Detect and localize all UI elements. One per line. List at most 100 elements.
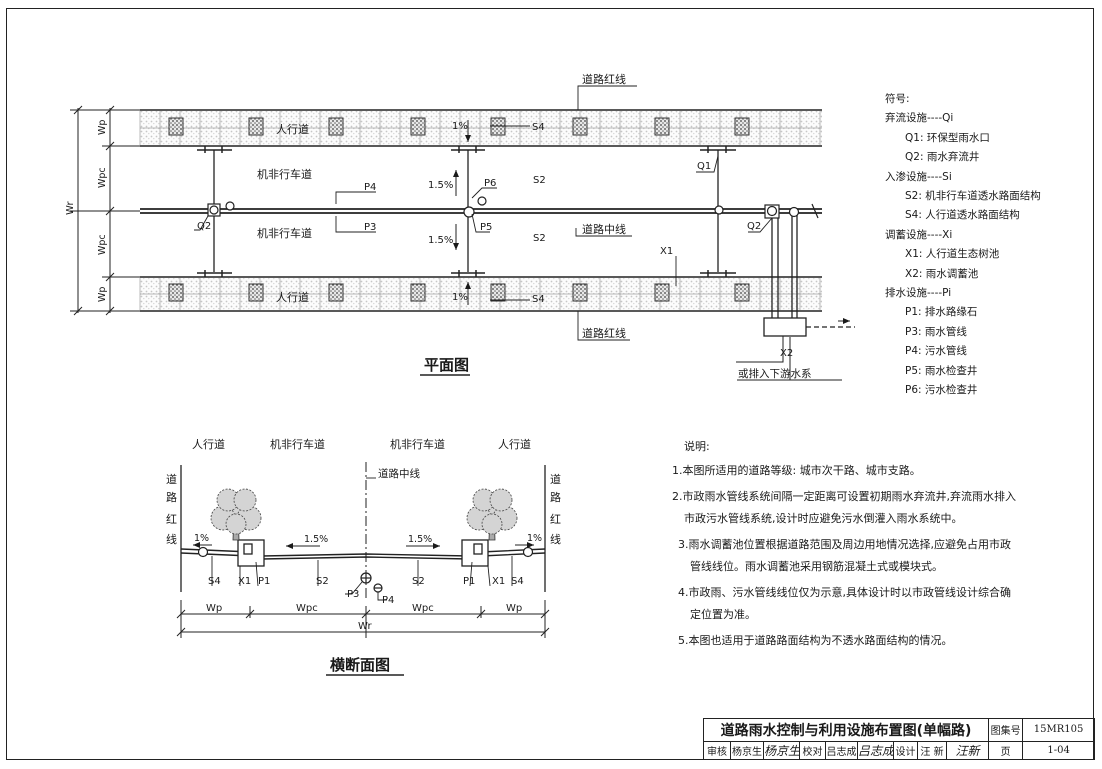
break-mark [811,203,819,219]
legend-item: P5: 雨水检查井 [905,364,978,377]
plan-code-s4-bottom: S4 [532,294,545,305]
plan-centerline-label: 道路中线 [582,222,626,236]
plan-code-q2-left: Q2 [197,221,211,232]
note-line: 市政污水管线系统,设计时应避免污水倒灌入雨水系统中。 [684,512,963,525]
legend-item: Q2: 雨水弃流井 [905,151,980,164]
section-dim-wpc-left: Wpc [296,603,318,614]
section-slope-15-right: 1.5% [408,534,432,545]
plan-code-p4: P4 [364,182,376,193]
legend-item: P3: 雨水管线 [905,325,967,338]
svg-text:线: 线 [166,532,177,546]
design-label: 设计 [893,740,918,761]
check-signature: 吕志成 [857,740,894,761]
plan-code-s2-bottom: S2 [533,233,546,244]
check-label: 校对 [799,740,826,761]
plan-code-p5: P5 [480,222,492,233]
manholes [207,196,800,219]
section-code-p3: P3 [347,589,359,600]
section-code-p1-right: P1 [463,576,475,587]
plan-red-line-bottom-label: 道路红线 [582,326,626,340]
legend-group-title: 排水设施----Pi [885,287,952,300]
plan-slope-carriage-down: 1.5% [428,235,453,246]
section-leaders [211,556,513,601]
plan-dimensions [70,105,140,316]
atlas-no-label: 图集号 [988,718,1024,742]
plan-red-line-top-label: 道路红线 [582,72,626,86]
tree-pits [168,117,750,302]
section-red-line-vertical-left: 道 路 红 线 [166,472,177,546]
check-name: 吕志成 [825,740,858,761]
legend-item: X2: 雨水调蓄池 [905,267,979,280]
legend-item: X1: 人行道生态树池 [905,248,1000,261]
svg-text:道: 道 [550,472,561,486]
note-line: 2.市政雨水管线系统间隔一定距离可设置初期雨水弃流井,弃流雨水排入 [672,490,1016,503]
legend-item: P6: 污水检查井 [905,384,978,397]
section-tree [466,488,518,541]
design-signature: 汪新 [945,740,990,761]
section-sidewalk-label-right: 人行道 [498,437,531,451]
svg-text:路: 路 [550,491,561,504]
section-slope-15-left: 1.5% [304,534,328,545]
section-trees [210,488,518,541]
svg-text:红: 红 [166,513,177,526]
plan-title: 平面图 [424,356,469,374]
review-label: 审核 [703,740,731,761]
x2-leader [736,336,784,363]
section-title: 横断面图 [330,656,390,674]
plan-dim-wpc-bottom: Wpc [97,234,108,255]
legend-group-title: 弃流设施----Qi [885,112,954,125]
legend-item: S4: 人行道透水路面结构 [905,209,1020,222]
svg-text:路: 路 [166,491,177,504]
section-code-s2-right: S2 [412,576,425,587]
drawing-title: 道路雨水控制与利用设施布置图(单幅路) [702,718,990,742]
plan-slope-top: 1% [452,121,468,132]
section-dim-wp-right: Wp [506,603,522,614]
section-slope-1-right: 1% [527,533,542,544]
plan-slope-carriage-up: 1.5% [428,180,453,191]
plan-carriageway-label-top: 机非行车道 [257,167,312,181]
plan-view: 道路红线 道路红线 人行道 人行道 机非行车道 机非行车道 道路中线 1% 1%… [65,72,855,381]
section-code-s4-right: S4 [511,576,524,587]
plan-code-s2-top: S2 [533,175,546,186]
legend-item: Q1: 环保型雨水口 [905,131,990,144]
review-signature: 杨京生 [763,740,800,761]
legend-item: P4: 污水管线 [905,345,967,358]
plan-sidewalk-label-top: 人行道 [276,122,309,136]
section-carriageway-label-left: 机非行车道 [270,437,325,451]
note-line: 定位置为准。 [690,608,756,621]
note-line: 1.本图所适用的道路等级: 城市次干路、城市支路。 [672,464,921,477]
section-code-x1-left: X1 [238,576,251,587]
page-label: 页 [988,740,1024,761]
cross-section-view: 人行道 机非行车道 机非行车道 人行道 道路中线 道 路 红 线 道 路 红 线… [166,437,561,676]
svg-text:道: 道 [166,472,177,486]
section-curbs [237,539,489,567]
detention-tank-x2 [763,317,807,337]
section-sidewalk-label-left: 人行道 [192,437,225,451]
plan-code-s4-top: S4 [532,122,545,133]
plan-slope-bottom: 1% [452,292,468,303]
plan-code-p3: P3 [364,222,376,233]
plan-code-x1: X1 [660,246,673,257]
plan-sidewalk-label-bottom: 人行道 [276,290,309,304]
section-centerline-label: 道路中线 [378,467,420,480]
plan-dim-wp-bottom: Wp [97,287,108,302]
plan-code-p6: P6 [484,178,496,189]
section-dim-wr: Wr [358,621,372,632]
section-code-s2-left: S2 [316,576,329,587]
section-dim-wp-left: Wp [206,603,222,614]
section-code-p1-left: P1 [258,576,270,587]
section-code-x1-right: X1 [492,576,505,587]
review-name: 杨京生 [730,740,764,761]
note-line: 5.本图也适用于道路路面结构为不透水路面结构的情况。 [678,634,953,647]
plan-dim-wpc-top: Wpc [97,167,108,188]
plan-dim-wp-top: Wp [97,120,108,135]
legend-group-title: 入渗设施----Si [885,170,952,183]
atlas-no: 15MR105 [1022,718,1096,742]
section-red-line-vertical-right: 道 路 红 线 [550,472,561,546]
legend-item: S2: 机非行车道透水路面结构 [905,190,1041,203]
design-name: 汪 新 [917,740,947,761]
svg-text:红: 红 [550,513,561,526]
section-code-s4-left: S4 [208,576,221,587]
section-carriageway-label-right: 机非行车道 [390,437,445,451]
